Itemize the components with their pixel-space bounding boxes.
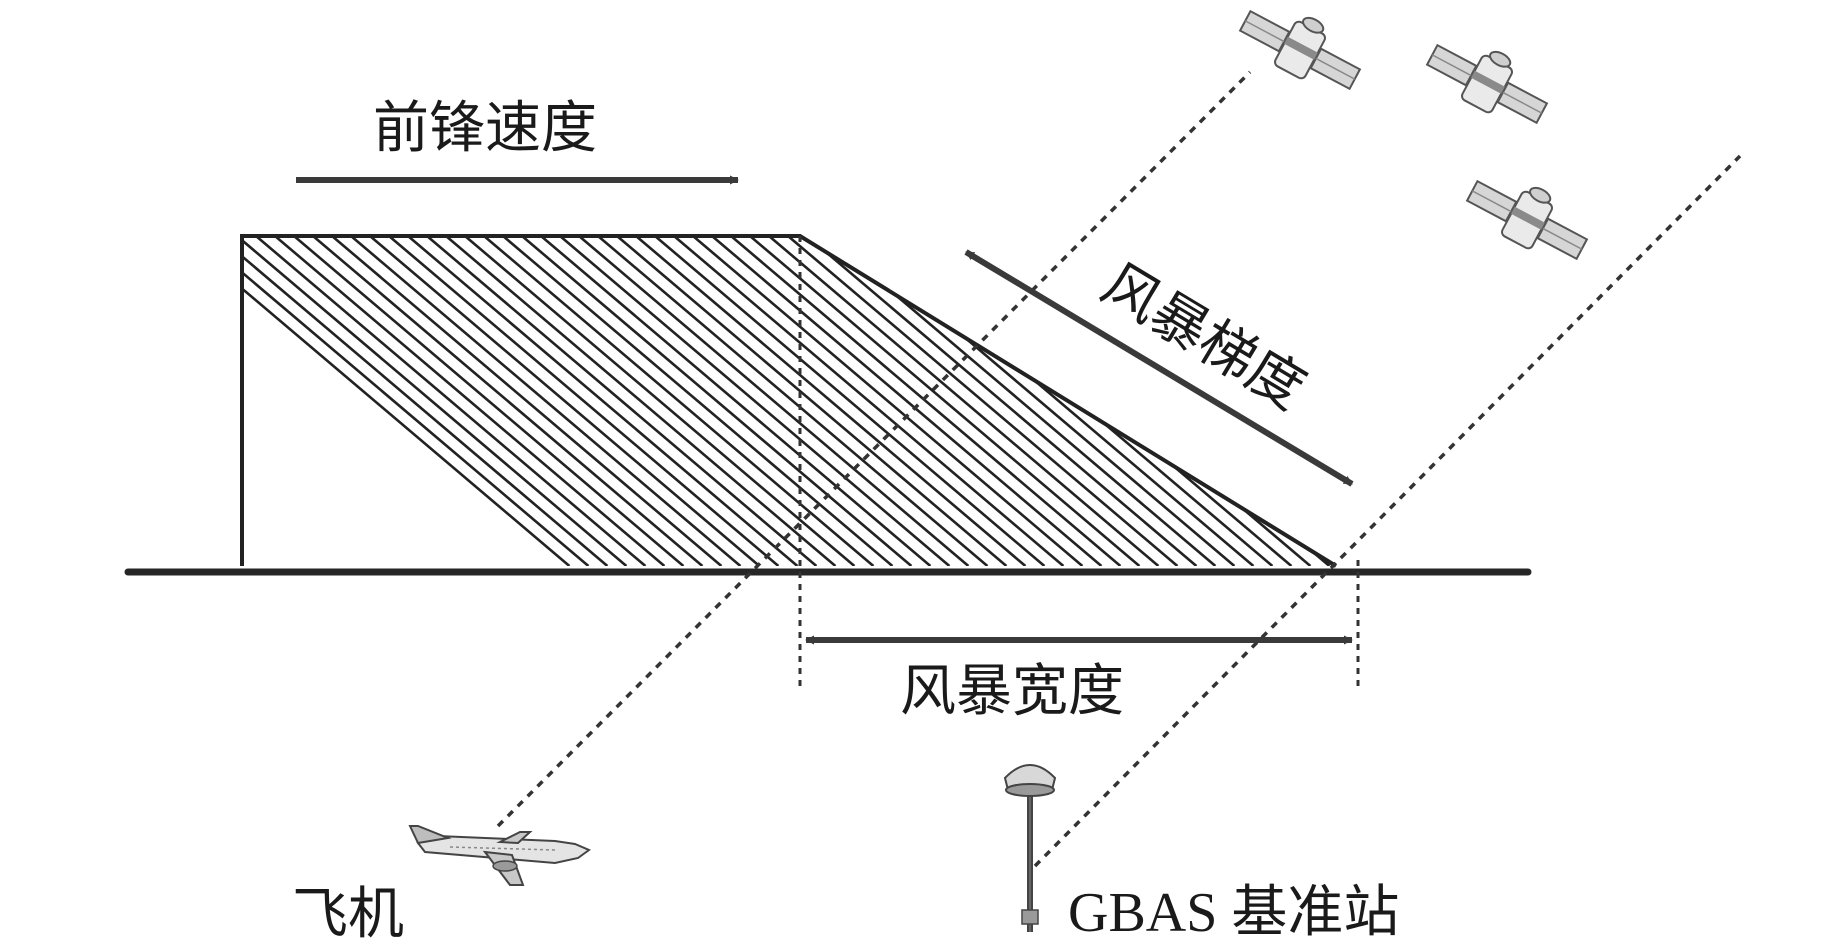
hatch-line	[1300, 236, 1336, 566]
satellite-icon	[1425, 43, 1549, 125]
hatch-line	[369, 236, 761, 566]
storm-profile	[240, 234, 1843, 568]
hatch-line	[1434, 236, 1823, 566]
hatch-line	[1624, 236, 1843, 566]
hatch-line	[692, 236, 1084, 566]
hatch-line	[996, 236, 1336, 566]
hatch-line	[312, 236, 704, 566]
hatch-line	[1662, 236, 1843, 566]
hatch-line	[445, 236, 837, 566]
hatch-line	[1548, 236, 1843, 566]
hatch-line	[464, 236, 856, 566]
hatch-line	[242, 236, 628, 566]
hatch-line	[242, 236, 590, 566]
hatch-line	[768, 236, 1160, 566]
hatch-line	[1529, 236, 1843, 566]
hatch-line	[1586, 236, 1843, 566]
storm-hatching	[242, 236, 1843, 566]
hatch-line	[293, 236, 685, 566]
hatch-line	[1567, 236, 1843, 566]
front-speed-label: 前锋速度	[373, 96, 597, 161]
hatch-line	[483, 236, 875, 566]
hatch-line	[331, 236, 723, 566]
hatch-line	[1148, 236, 1336, 566]
hatch-line	[242, 236, 609, 566]
storm-width-label-bg	[895, 656, 1157, 730]
hatch-line	[1491, 236, 1843, 566]
hatch-line	[711, 236, 1103, 566]
hatch-line	[1396, 236, 1785, 566]
hatch-line	[242, 236, 571, 566]
hatch-line	[1510, 236, 1843, 566]
satellite-icon	[1465, 179, 1589, 261]
hatch-line	[426, 236, 818, 566]
hatch-line	[502, 236, 894, 566]
storm-width-label: 风暴宽度	[900, 659, 1124, 724]
gbas-antenna-icon	[1003, 764, 1057, 932]
hatch-line	[350, 236, 742, 566]
storm-gradient-arrow	[964, 249, 1354, 487]
front-speed-label-bg	[368, 92, 636, 164]
hatch-line	[1281, 236, 1336, 566]
hatch-line	[1681, 236, 1843, 566]
hatch-line	[559, 236, 951, 566]
satellite-icon	[1238, 9, 1362, 91]
aircraft-label: 飞机	[292, 882, 404, 945]
hatch-line	[1339, 236, 1728, 566]
hatch-line	[1262, 236, 1336, 566]
hatch-line	[1358, 236, 1747, 566]
hatch-line	[1167, 236, 1336, 566]
hatch-line	[654, 236, 1046, 566]
hatch-line	[1643, 236, 1843, 566]
hatch-line	[901, 236, 1293, 566]
hatch-line	[597, 236, 989, 566]
hatch-line	[1319, 236, 1336, 566]
hatch-line	[274, 236, 666, 566]
hatch-line	[730, 236, 1122, 566]
hatch-line	[1605, 236, 1843, 566]
hatch-line	[749, 236, 1141, 566]
hatch-line	[863, 236, 1255, 566]
aircraft-icon	[408, 825, 592, 886]
hatch-line	[635, 236, 1027, 566]
hatch-line	[407, 236, 799, 566]
hatch-line	[1377, 236, 1766, 566]
hatch-line	[578, 236, 970, 566]
hatch-line	[1700, 236, 1843, 566]
hatch-line	[1243, 236, 1336, 566]
hatch-line	[1453, 236, 1842, 566]
hatch-line	[255, 236, 647, 566]
hatch-line	[1472, 236, 1843, 566]
hatch-line	[616, 236, 1008, 566]
hatch-line	[1034, 236, 1336, 566]
hatch-line	[521, 236, 913, 566]
hatch-line	[540, 236, 932, 566]
hatch-line	[673, 236, 1065, 566]
hatch-line	[1129, 236, 1336, 566]
gbas-station-label: GBAS 基准站	[1068, 882, 1399, 944]
hatch-line	[388, 236, 780, 566]
aircraft-signal-path	[496, 70, 1252, 828]
